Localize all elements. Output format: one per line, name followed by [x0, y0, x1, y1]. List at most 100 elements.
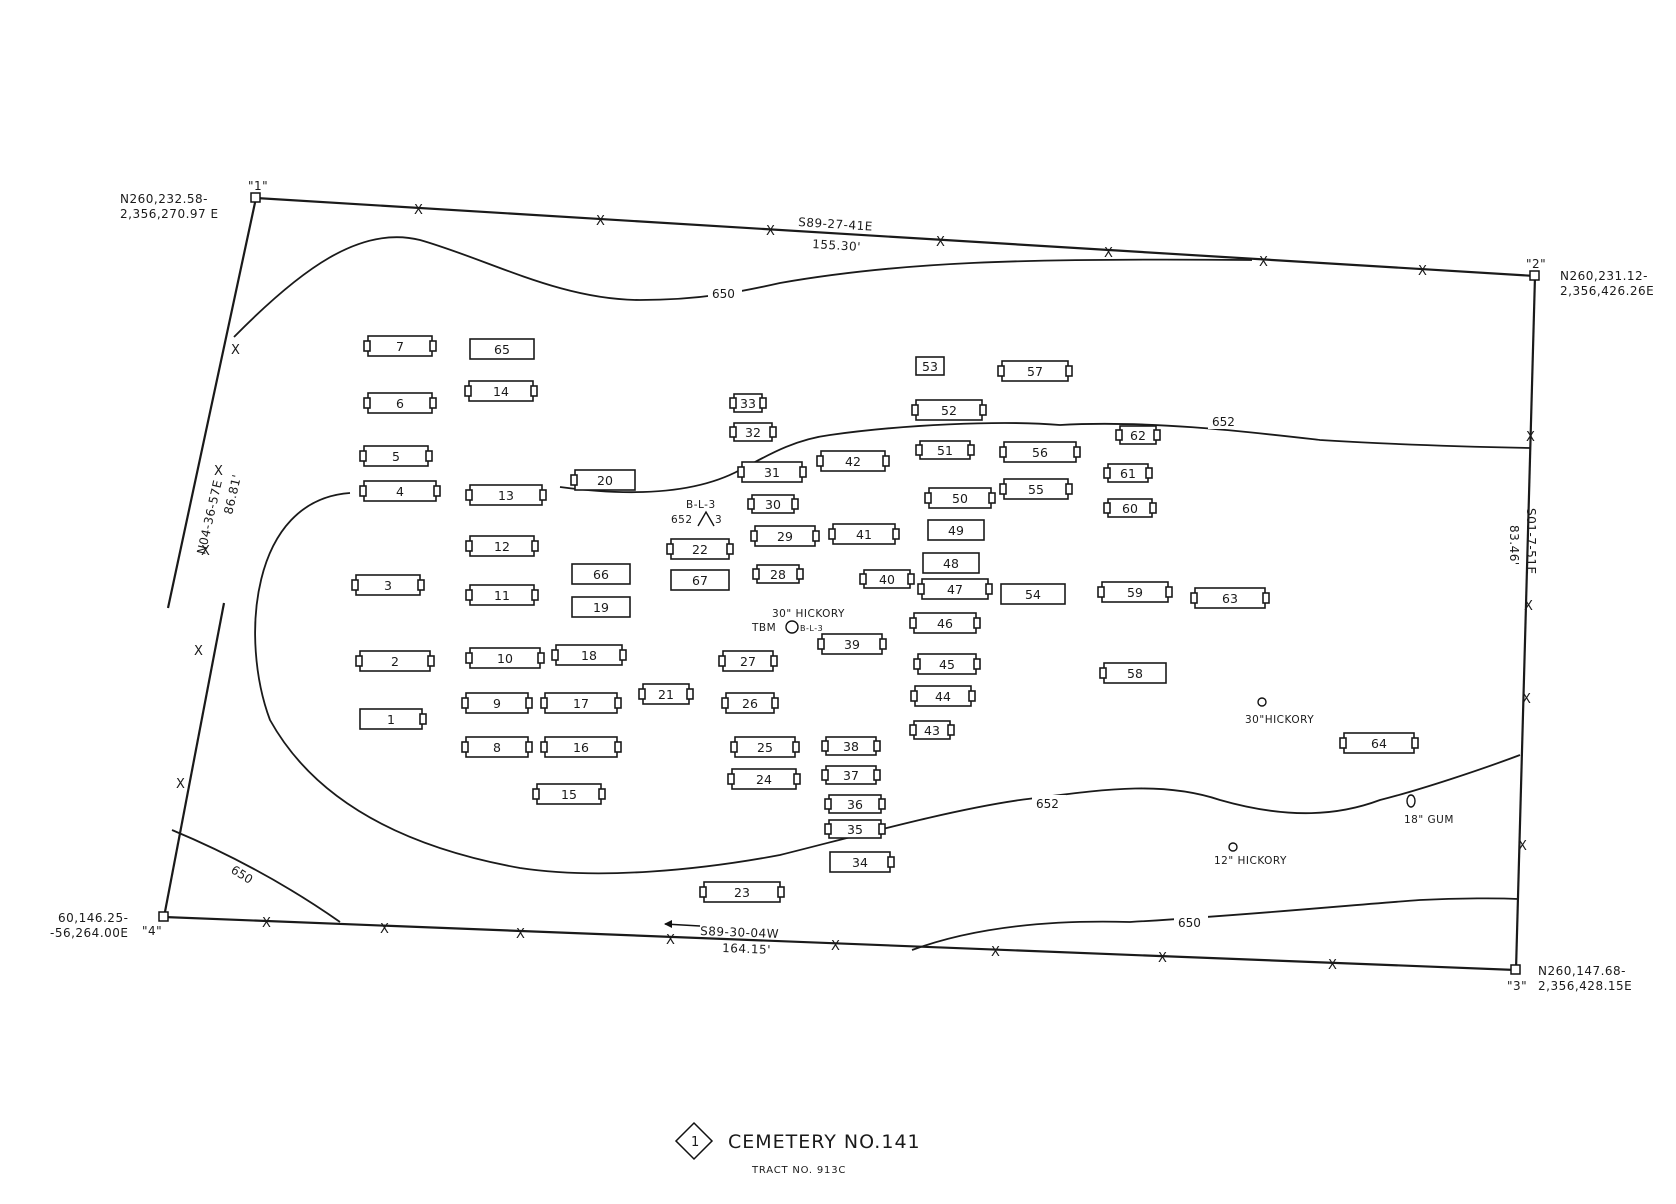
- fence-x-marker: X: [214, 464, 223, 479]
- grave-plot: 9: [461, 692, 533, 714]
- contour-652-inner: [559, 422, 1531, 494]
- headstone-icon: [465, 652, 473, 664]
- grave-plot: 62: [1115, 425, 1161, 445]
- contour-650-upper: [233, 236, 1253, 338]
- footstone-icon: [1065, 365, 1073, 377]
- grave-outline: [670, 569, 730, 591]
- grave-number: 19: [593, 600, 609, 615]
- footstone-icon: [771, 697, 779, 709]
- grave-number: 33: [740, 396, 756, 411]
- grave-plot: 37: [821, 765, 881, 785]
- grave-number: 46: [937, 616, 953, 631]
- contours: [171, 236, 1531, 951]
- grave-number: 2: [391, 654, 399, 669]
- grave-plot: 13: [465, 484, 547, 506]
- grave-plot: 3: [351, 574, 425, 596]
- headstone-icon: [737, 466, 745, 478]
- corner-1: "1" N260,232.58- 2,356,270.97 E: [120, 179, 268, 221]
- contour-label-650-upper: 650: [712, 287, 735, 301]
- grave-number: 38: [843, 739, 859, 754]
- grave-plot: 45: [913, 653, 981, 675]
- sheet-number-diamond: [674, 1121, 714, 1161]
- footstone-icon: [614, 697, 622, 709]
- grave-number: 65: [494, 342, 510, 357]
- footstone-icon: [619, 649, 627, 661]
- footstone-icon: [759, 397, 767, 409]
- benchmark-suffix: 3: [715, 514, 722, 526]
- footstone-icon: [1065, 483, 1073, 495]
- footstone-icon: [525, 697, 533, 709]
- benchmark: B-L-3 652 3: [671, 499, 722, 527]
- grave-plot: 15: [532, 783, 606, 805]
- grave-number: 31: [764, 465, 780, 480]
- contour-label-650-left: 650: [228, 863, 255, 887]
- headstone-icon: [1103, 467, 1111, 479]
- footstone-icon: [1149, 502, 1157, 514]
- fence-x-marker: X: [831, 939, 840, 954]
- grave-number: 3: [384, 578, 392, 593]
- grave-plot: 38: [821, 736, 881, 756]
- grave-plot: 39: [817, 633, 887, 655]
- grave-plot: 64: [1339, 732, 1419, 754]
- benchmark-triangle: [697, 510, 715, 527]
- grave-number: 63: [1222, 591, 1238, 606]
- grave-plot: 24: [727, 768, 801, 790]
- corner-1-easting: 2,356,270.97 E: [120, 207, 219, 221]
- tbm: TBM B-L-3: [751, 620, 823, 634]
- footstone-icon: [1073, 446, 1081, 458]
- footstone-icon: [1411, 737, 1419, 749]
- tree-label-hickory-right: 30"HICKORY: [1245, 714, 1314, 726]
- headstone-icon: [828, 528, 836, 540]
- grave-plot: 29: [750, 525, 820, 547]
- grave-plot: 4: [359, 480, 441, 502]
- fence-x-marker: X: [1328, 958, 1337, 973]
- sheet-number: 1: [691, 1135, 700, 1150]
- footstone-icon: [791, 498, 799, 510]
- grave-number: 4: [396, 484, 404, 499]
- grave-number: 27: [740, 654, 756, 669]
- east-bearing: S01-7-51E: [1524, 508, 1538, 575]
- headstone-icon: [465, 489, 473, 501]
- headstone-icon: [727, 773, 735, 785]
- tbm-label: TBM: [751, 622, 776, 634]
- west-distance: 86.81': [221, 473, 244, 516]
- fence-x-marker: X: [380, 922, 389, 937]
- grave-plot: 41: [828, 523, 900, 545]
- headstone-icon: [718, 655, 726, 667]
- footstone-icon: [726, 543, 734, 555]
- grave-number: 5: [392, 449, 400, 464]
- grave-plot: 14: [464, 380, 538, 402]
- grave-plot: 35: [824, 819, 886, 839]
- fence-x-marker: X: [766, 224, 775, 239]
- fence-x-marker: X: [1526, 430, 1535, 445]
- grave-number: 32: [745, 425, 761, 440]
- grave-number: 39: [844, 637, 860, 652]
- headstone-icon: [909, 724, 917, 736]
- north-distance: 155.30': [812, 237, 862, 254]
- corner-2-northing: N260,231.12-: [1560, 269, 1648, 283]
- grave-number: 45: [939, 657, 955, 672]
- headstone-icon: [859, 573, 867, 585]
- headstone-icon: [1115, 429, 1123, 441]
- fence-x-marker: X: [262, 916, 271, 931]
- contour-label-650-lower: 650: [1178, 916, 1201, 930]
- grave-plot: 58: [1099, 662, 1167, 684]
- grave-number: 8: [493, 740, 501, 755]
- grave-number: 42: [845, 454, 861, 469]
- grave-plot: 10: [465, 647, 545, 669]
- grave-number: 25: [757, 740, 773, 755]
- corner-2-marker: "2": [1526, 257, 1546, 271]
- grave-number: 61: [1120, 466, 1136, 481]
- footstone-icon: [979, 404, 987, 416]
- grave-plot: 26: [721, 692, 779, 714]
- grave-plot: 21: [638, 683, 694, 705]
- headstone-icon: [1099, 667, 1107, 679]
- headstone-icon: [747, 498, 755, 510]
- grave-number: 28: [770, 567, 786, 582]
- grave-number: 64: [1371, 736, 1387, 751]
- grave-number: 16: [573, 740, 589, 755]
- fence-x-marker: X: [666, 933, 675, 948]
- grave-number: 41: [856, 527, 872, 542]
- grave-number: 54: [1025, 587, 1041, 602]
- corner-4: "4" 60,146.25- -56,264.00E: [50, 911, 169, 940]
